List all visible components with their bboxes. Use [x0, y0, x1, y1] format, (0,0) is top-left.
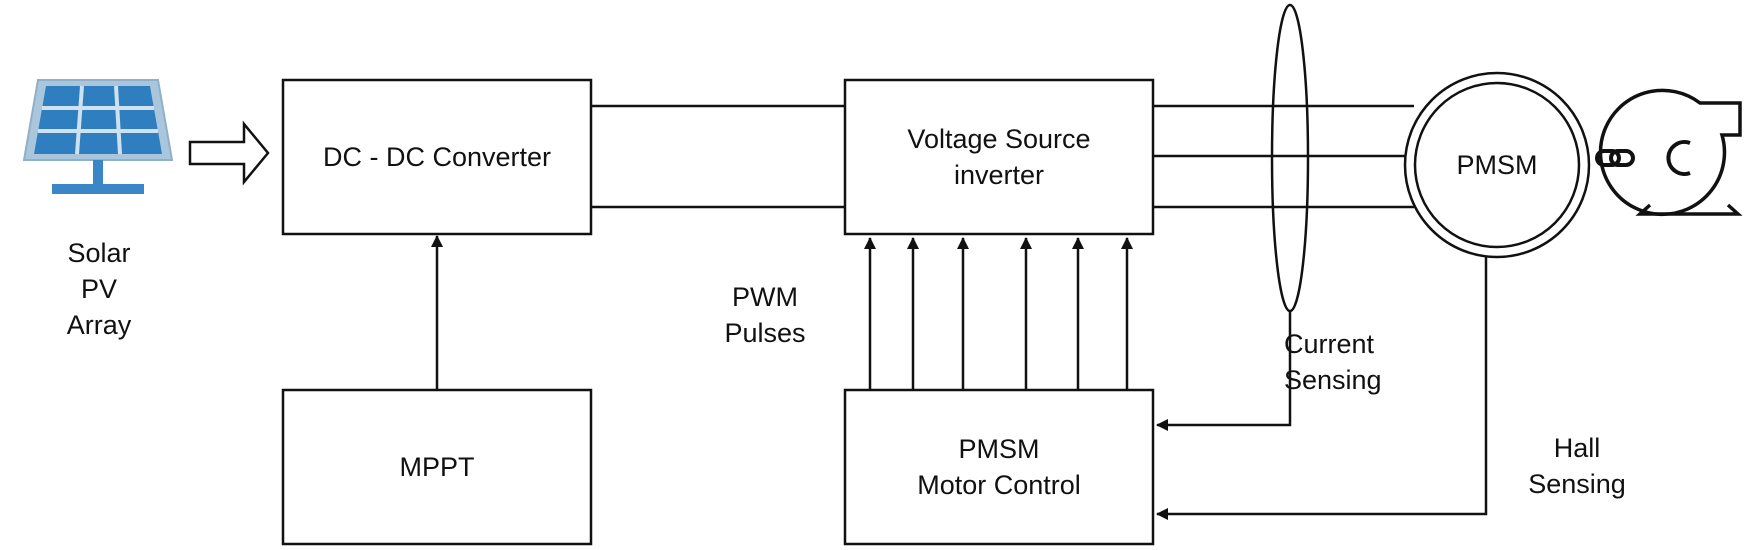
voltage-source-inverter-block	[843, 78, 1155, 236]
pwm-pulses-label: PWM Pulses	[724, 282, 806, 348]
dcdc-converter-block	[281, 78, 593, 236]
hall-sensing-label: Hall Sensing	[1528, 433, 1626, 499]
current-feedback-line	[1156, 311, 1292, 431]
mppt-label: MPPT	[399, 452, 475, 482]
link-icon	[1595, 149, 1635, 167]
mppt-block	[281, 388, 593, 546]
centrifugal-pump-icon	[1598, 88, 1743, 217]
pmsm-motor	[1403, 71, 1591, 259]
motor-control-block	[843, 388, 1155, 546]
solar-pv-array-label: Solar PV Array	[66, 238, 132, 340]
motor-control-label: PMSM Motor Control	[917, 434, 1081, 500]
current-sensor	[1270, 3, 1310, 313]
three-phase-lines	[1153, 104, 1414, 209]
hall-feedback-line	[1156, 257, 1488, 520]
pwm-arrows	[864, 237, 1133, 390]
dc-link-lines	[591, 104, 845, 209]
current-sensing-label: Current Sensing	[1284, 329, 1382, 395]
dcdc-converter-label: DC - DC Converter	[322, 142, 552, 172]
power-flow-arrow	[188, 120, 270, 186]
vsi-label: Voltage Source inverter	[907, 124, 1091, 190]
pmsm-label: PMSM	[1456, 150, 1538, 180]
solar-panel-icon	[22, 79, 174, 194]
